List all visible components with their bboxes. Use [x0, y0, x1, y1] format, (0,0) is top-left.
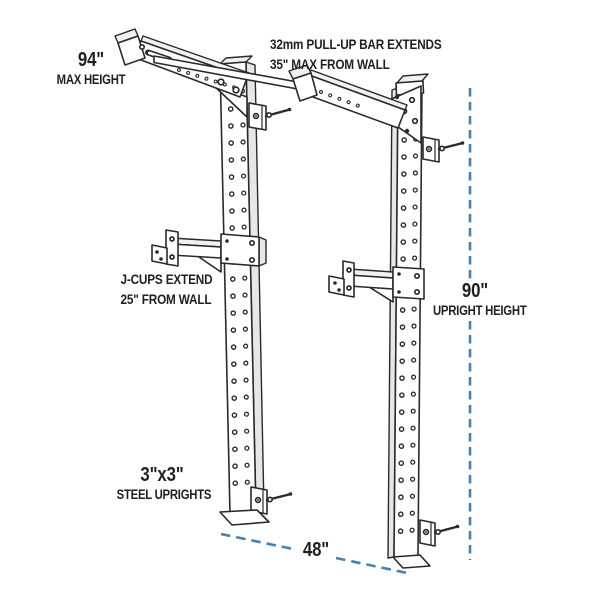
j-cups-label: J-CUPS EXTEND 25" FROM WALL: [120, 270, 213, 310]
steel-uprights-caption: STEEL UPRIGHTS: [116, 486, 212, 502]
right-foot: [392, 554, 431, 569]
width-value: 48": [302, 539, 330, 561]
steel-uprights-label: 3"x3" STEEL UPRIGHTS: [116, 464, 212, 503]
wall-bracket-upper-left: [248, 102, 292, 131]
upright-height-label: 90" UPRIGHT HEIGHT: [433, 280, 527, 319]
left-foot: [219, 509, 270, 526]
upright-height-value: 90": [461, 280, 489, 302]
right-upright: [387, 73, 429, 559]
pullup-bar-label-line1: 32mm PULL-UP BAR EXTENDS: [270, 36, 442, 52]
wall-bracket-upper-right: [422, 136, 465, 163]
wall-bracket-lower-right: [419, 519, 460, 547]
left-j-cup: [151, 229, 267, 273]
pullup-bar-label: 32mm PULL-UP BAR EXTENDS 35" MAX FROM WA…: [270, 35, 442, 75]
wall-bracket-lower-left: [250, 486, 293, 515]
left-upright: [219, 55, 265, 515]
j-cups-label-line2: 25" FROM WALL: [120, 290, 212, 307]
pullup-bar-label-line2: 35" MAX FROM WALL: [270, 55, 390, 72]
dimension-line-rack-width: [220, 532, 408, 575]
j-cups-label-line1: J-CUPS EXTEND: [120, 271, 213, 287]
pull-up-arm-right: [288, 64, 422, 144]
right-j-cup: [328, 260, 425, 303]
max-height-value: 94": [77, 49, 105, 71]
max-height-label: 94" MAX HEIGHT: [45, 49, 137, 88]
max-height-caption: MAX HEIGHT: [56, 71, 126, 87]
upright-height-caption: UPRIGHT HEIGHT: [433, 302, 527, 318]
width-label: 48": [299, 539, 333, 562]
steel-uprights-value: 3"x3": [140, 464, 184, 486]
